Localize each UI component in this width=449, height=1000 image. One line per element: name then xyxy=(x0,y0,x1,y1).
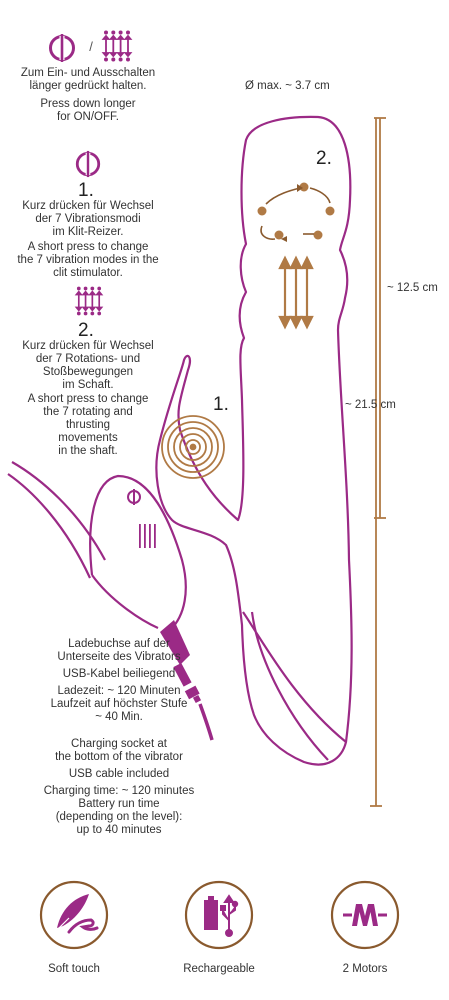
onoff-instructions-de: Zum Ein- und Ausschalten länger gedrückt… xyxy=(20,67,156,92)
battery-usb-icon xyxy=(184,880,254,950)
length-insertable-label: ~ 12.5 cm xyxy=(387,282,438,294)
usb-cable xyxy=(198,703,214,741)
power-icon xyxy=(49,34,75,62)
usb-plug xyxy=(160,620,202,704)
vibrator-outline xyxy=(155,115,353,766)
remote-power-icon xyxy=(127,489,141,505)
step1-number: 1. xyxy=(78,180,94,201)
dimension-lines xyxy=(370,117,386,807)
charging-info-en: Charging socket at the bottom of the vib… xyxy=(43,738,195,836)
diameter-label: Ø max. ~ 3.7 cm xyxy=(245,80,330,92)
charging-info-de: Ladebuchse auf der Unterseite des Vibrat… xyxy=(50,638,188,723)
clit-number-label: 1. xyxy=(213,394,229,415)
product-diagram xyxy=(7,115,386,807)
motor-icon xyxy=(330,880,400,950)
thrust-arrows xyxy=(278,255,314,330)
base-contour xyxy=(242,611,347,761)
shaft-number-label: 2. xyxy=(316,148,332,169)
clit-vibration-rings xyxy=(161,415,225,479)
onoff-instructions-en: Press down longer for ON/OFF. xyxy=(40,98,136,123)
step2-instructions-en: A short press to change the 7 rotating a… xyxy=(27,393,149,457)
step1-instructions-en: A short press to change the 7 vibration … xyxy=(17,241,159,279)
step2-instructions-de: Kurz drücken für Wechsel der 7 Rotations… xyxy=(22,340,154,391)
feature-label-rechargeable: Rechargeable xyxy=(183,963,255,975)
power-icon-step1 xyxy=(75,150,101,178)
step2-number: 2. xyxy=(78,320,94,341)
remote-control xyxy=(7,461,187,631)
feather-hand-icon xyxy=(39,880,109,950)
length-total-label: ~ 21.5 cm xyxy=(345,399,396,411)
icon-separator: / xyxy=(89,39,93,54)
step1-instructions-de: Kurz drücken für Wechsel der 7 Vibration… xyxy=(22,200,154,238)
remote-rotation-icon xyxy=(139,524,156,548)
rotation-mode-icon-step2 xyxy=(74,286,104,316)
feature-label-motors: 2 Motors xyxy=(342,963,388,975)
rotation-dots xyxy=(257,182,335,240)
feature-label-soft-touch: Soft touch xyxy=(48,963,100,975)
rotation-mode-icon xyxy=(101,30,133,62)
